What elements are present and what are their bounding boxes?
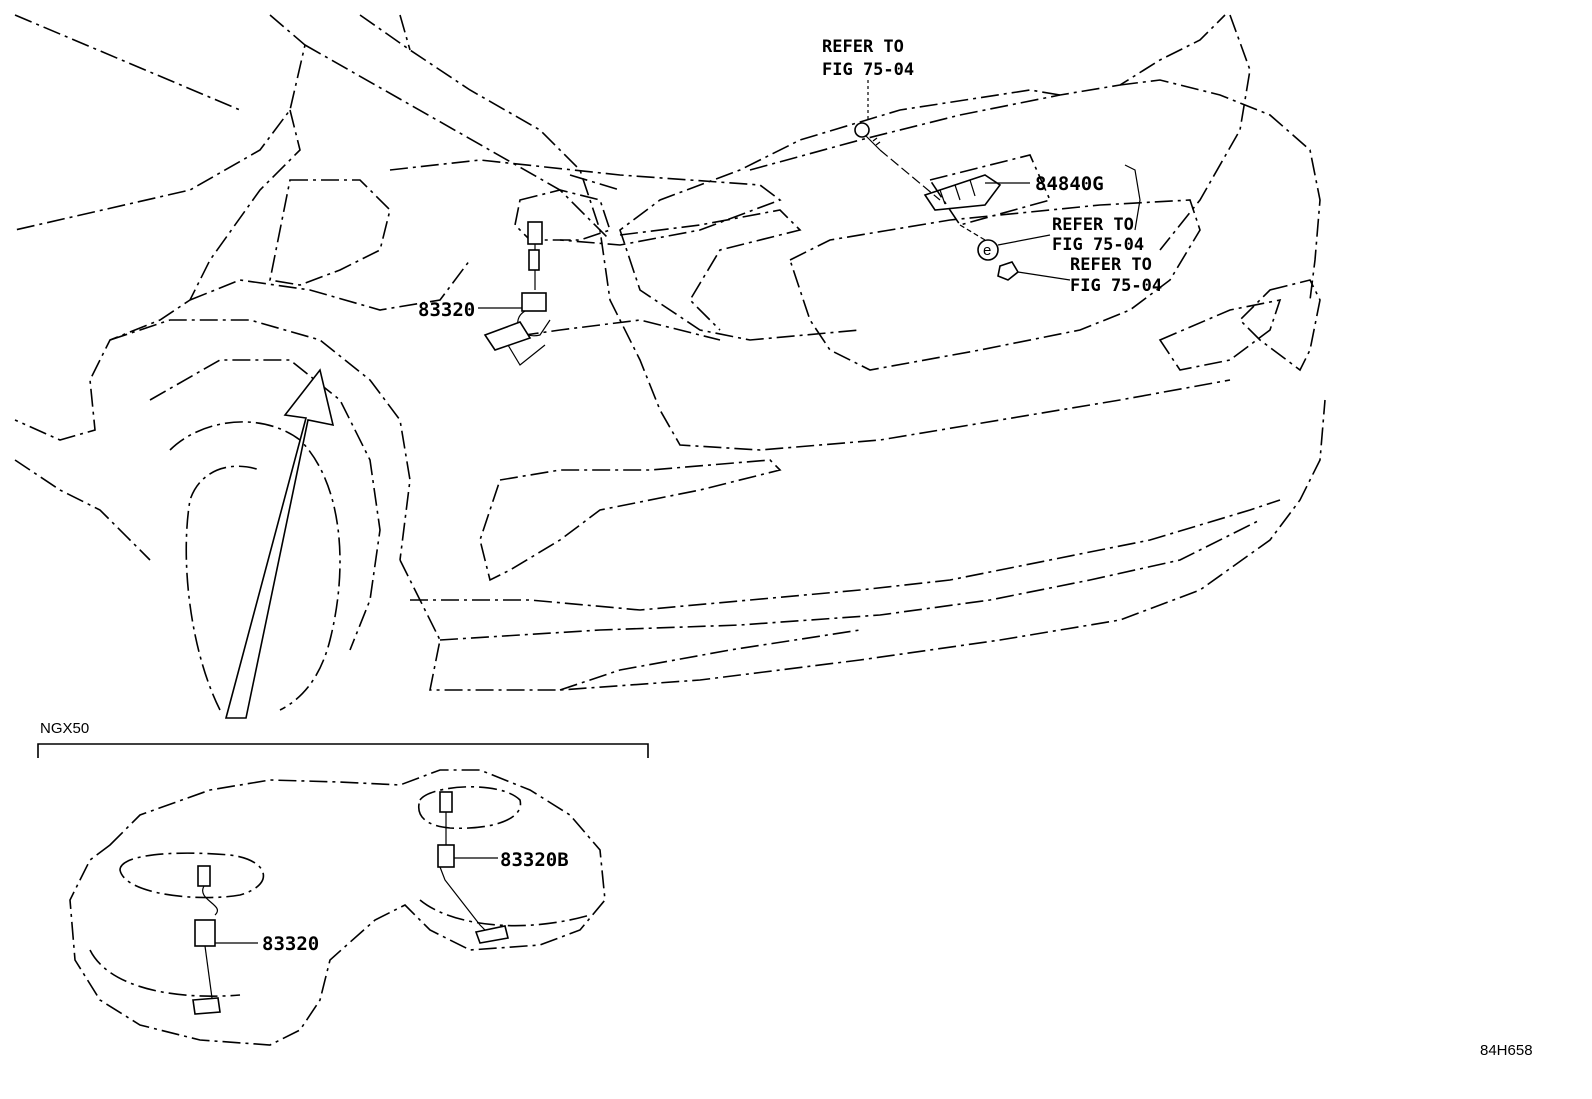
inset-part-label-83320b: 83320B — [500, 849, 569, 871]
view-direction-arrow — [224, 368, 335, 719]
figure-id: 84H658 — [1480, 1042, 1533, 1059]
inset-part-label-83320: 83320 — [262, 933, 319, 955]
callouts-main: REFER TO FIG 75-04 84840G REFER TO FIG 7… — [418, 37, 1162, 321]
inset-ngx50: NGX50 83320B 83320 — [37, 720, 649, 1046]
clip-mark: e — [983, 242, 991, 259]
part-label-83320-main: 83320 — [418, 299, 475, 321]
refer-low-line1: REFER TO — [1070, 255, 1152, 275]
vehicle-body-outline — [14, 14, 1326, 711]
switch-84840g: e — [854, 80, 1141, 281]
refer-mid-line1: REFER TO — [1052, 215, 1134, 235]
refer-mid-line2: FIG 75-04 — [1052, 235, 1144, 255]
part-label-84840g: 84840G — [1035, 173, 1104, 195]
fuel-sender-83320-main — [478, 221, 551, 366]
inset-variant-label: NGX50 — [40, 720, 89, 737]
refer-top-line1: REFER TO — [822, 37, 904, 57]
refer-top-line2: FIG 75-04 — [822, 60, 914, 80]
refer-low-line2: FIG 75-04 — [1070, 276, 1162, 296]
